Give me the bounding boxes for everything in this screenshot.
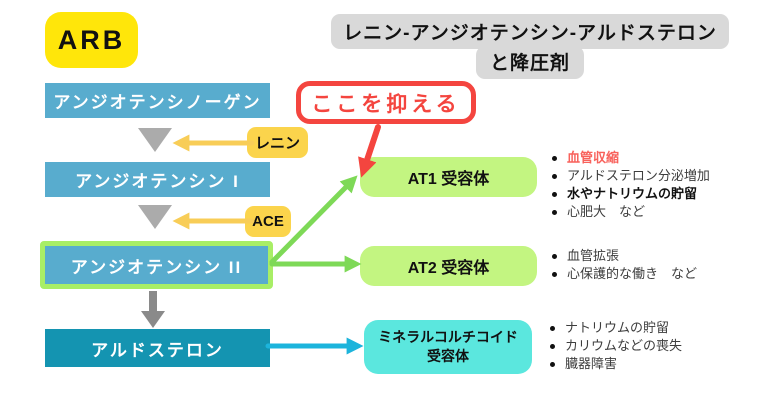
aldosterone-down-arrow-head [141, 311, 165, 328]
angiotensin-i-label: アンジオテンシン I [75, 172, 240, 191]
list-item: 血管収縮 [550, 149, 710, 167]
aldosterone-box: アルドステロン [45, 329, 270, 367]
title-line-2: と降圧剤 [475, 46, 584, 79]
mineralocorticoid-effects-list: ナトリウムの貯留 カリウムなどの喪失 臓器障害 [548, 319, 682, 373]
at2-effects-list: 血管拡張 心保護的な働き など [550, 247, 697, 283]
list-item: 血管拡張 [550, 247, 697, 265]
list-item: ナトリウムの貯留 [548, 319, 682, 337]
down-triangle-2 [138, 205, 172, 229]
aldosterone-label: アルドステロン [91, 340, 224, 360]
angiotensin-i-box: アンジオテンシン I [45, 162, 270, 197]
title-line-1: レニン-アンジオテンシン-アルドステロン [331, 14, 729, 49]
list-item: カリウムなどの喪失 [548, 337, 682, 355]
mineralocorticoid-label-line1: ミネラルコルチコイド [378, 329, 518, 345]
mineralocorticoid-receptor-box: ミネラルコルチコイド 受容体 [364, 320, 532, 374]
arb-badge-label: ARB [57, 24, 126, 55]
inhibit-callout-label: ここを抑える [311, 92, 461, 116]
at2-receptor-box: AT2 受容体 [360, 246, 537, 286]
list-item: アルドステロン分泌増加 [550, 167, 710, 185]
renin-label: レニン [254, 135, 300, 152]
inhibit-callout: ここを抑える [296, 81, 476, 124]
ace-label: ACE [252, 213, 284, 230]
down-triangle-1 [138, 128, 172, 152]
at1-receptor-label: AT1 受容体 [407, 171, 490, 188]
at2-receptor-label: AT2 受容体 [407, 260, 490, 277]
mineralocorticoid-label-line2: 受容体 [427, 348, 469, 364]
diagram-title: レニン-アンジオテンシン-アルドステロン と降圧剤 [300, 14, 760, 79]
list-item: 心保護的な働き など [550, 265, 697, 283]
arb-badge: ARB [45, 12, 138, 68]
angiotensinogen-label: アンジオテンシノーゲン [53, 93, 262, 112]
at1-receptor-box: AT1 受容体 [360, 157, 537, 197]
angiotensinogen-box: アンジオテンシノーゲン [45, 83, 270, 118]
ace-pill: ACE [245, 206, 291, 237]
renin-pill: レニン [247, 127, 308, 158]
angiotensin-ii-box: アンジオテンシン II [40, 241, 273, 289]
angiotensin-ii-label: アンジオテンシン II [70, 257, 243, 277]
list-item: 心肥大 など [550, 203, 710, 221]
at1-effects-list: 血管収縮 アルドステロン分泌増加 水やナトリウムの貯留 心肥大 など [550, 149, 710, 221]
list-item: 臓器障害 [548, 355, 682, 373]
list-item: 水やナトリウムの貯留 [550, 185, 710, 203]
